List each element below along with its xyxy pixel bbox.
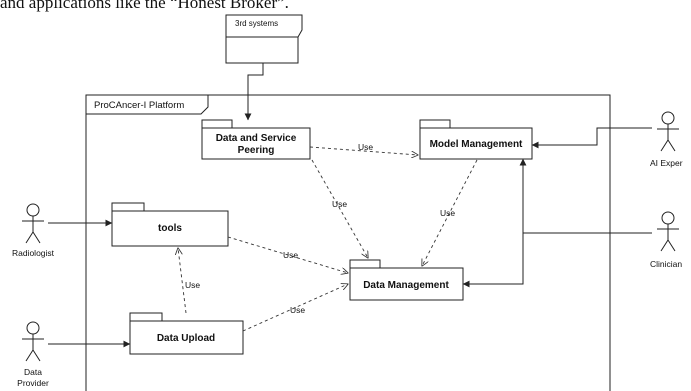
model-management-label: Model Management <box>430 139 523 150</box>
platform-frame: ProCAncer-I Platform <box>85 94 611 391</box>
actor-clinician: Clinician <box>650 211 682 269</box>
use-label-upload-tools: Use <box>185 280 200 290</box>
actor-radiologist: Radiologist <box>12 203 55 258</box>
third-systems-to-peering-line <box>244 63 264 121</box>
peering-label-line2: Peering <box>238 145 275 156</box>
upload-to-data-management-use <box>242 284 348 332</box>
package-data-management: Data Management <box>349 259 464 301</box>
tools-to-data-management-use <box>227 236 348 273</box>
use-label-peering-model: Use <box>358 142 373 152</box>
radiologist-label: Radiologist <box>12 248 55 258</box>
clinician-label: Clinician <box>650 259 682 269</box>
use-label-tools-data: Use <box>283 250 298 260</box>
ai-expert-to-model-management-line <box>531 127 652 149</box>
ai-expert-label: AI Exper <box>650 158 683 168</box>
data-upload-label: Data Upload <box>157 333 215 344</box>
peering-label-line1: Data and Service <box>216 133 297 144</box>
third-systems-box: 3rd systems <box>225 14 303 64</box>
use-label-upload-data: Use <box>290 305 305 315</box>
model-management-to-data-management-use <box>422 159 478 266</box>
actor-ai-expert: AI Exper <box>650 111 683 168</box>
tools-label: tools <box>158 223 182 234</box>
third-systems-label: 3rd systems <box>235 19 278 28</box>
data-provider-label-line2: Provider <box>17 378 49 388</box>
platform-frame-label: ProCAncer-I Platform <box>94 100 184 111</box>
data-provider-label-line1: Data <box>24 367 42 377</box>
intro-text: and applications like the “Honest Broker… <box>0 0 289 12</box>
actor-data-provider: Data Provider <box>17 321 49 388</box>
data-management-label: Data Management <box>363 280 449 291</box>
use-label-peering-data: Use <box>332 199 347 209</box>
clinician-to-data-management-line <box>462 233 524 288</box>
package-data-upload: Data Upload <box>129 312 244 355</box>
package-model-management: Model Management <box>419 119 533 160</box>
peering-to-model-management-use <box>309 146 418 155</box>
use-label-model-data: Use <box>440 208 455 218</box>
package-tools: tools <box>111 202 229 247</box>
package-data-and-service-peering: Data and Service Peering <box>201 119 311 160</box>
upload-to-tools-use <box>178 248 187 314</box>
peering-to-data-management-use <box>311 159 368 258</box>
